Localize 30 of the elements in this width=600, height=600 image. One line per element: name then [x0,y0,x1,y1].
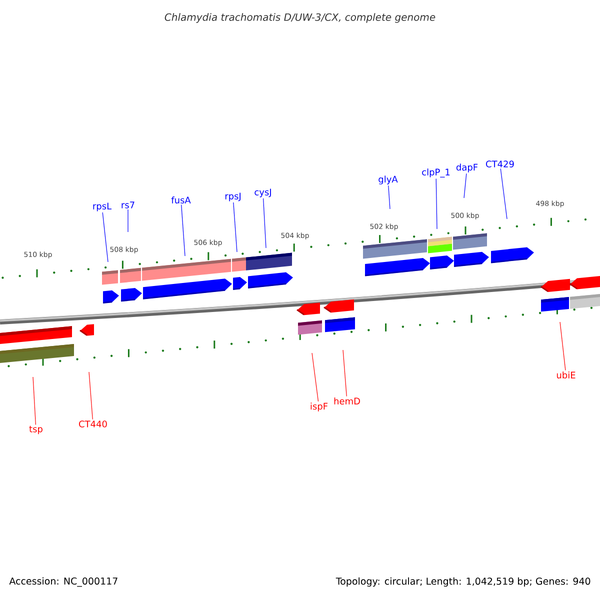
gene-label: dapF [456,164,478,172]
leader-line [263,198,266,248]
leader-line [464,173,467,198]
gene-label: rs7 [122,202,134,208]
leader-line [88,372,93,420]
gene-label: rpsL [93,202,112,212]
gene-label: CT440 [79,420,107,428]
gene-label: fusA [171,196,191,204]
leader-line [500,168,508,220]
leader-line [102,212,108,262]
gene-label: hemD [334,398,360,404]
leader-line [560,322,566,371]
accession-text: Accession: NC_000117 [9,577,118,587]
gene-label: ubiE [556,372,576,378]
gene-label: CT429 [486,160,514,168]
leader-line [436,178,438,230]
leader-line [388,185,390,210]
gene-label: ispF [310,402,328,412]
gene-label: cysJ [254,188,271,198]
gene-label: tsp [29,426,42,434]
leader-line [233,202,238,252]
title: Chlamydia trachomatis D/UW-3/CX, complete genome [164,13,436,23]
genome-stats-text: Topology: circular; Length: 1,042,519 bp; Genes: 940 [336,577,590,587]
leader-line [342,350,347,397]
leader-line [32,376,36,425]
gene-label: clpP_1 [422,168,450,178]
gene-label: rpsJ [225,192,240,202]
leader-line [181,204,186,256]
gene-label: glyA [378,176,398,184]
leader-line [312,352,319,402]
